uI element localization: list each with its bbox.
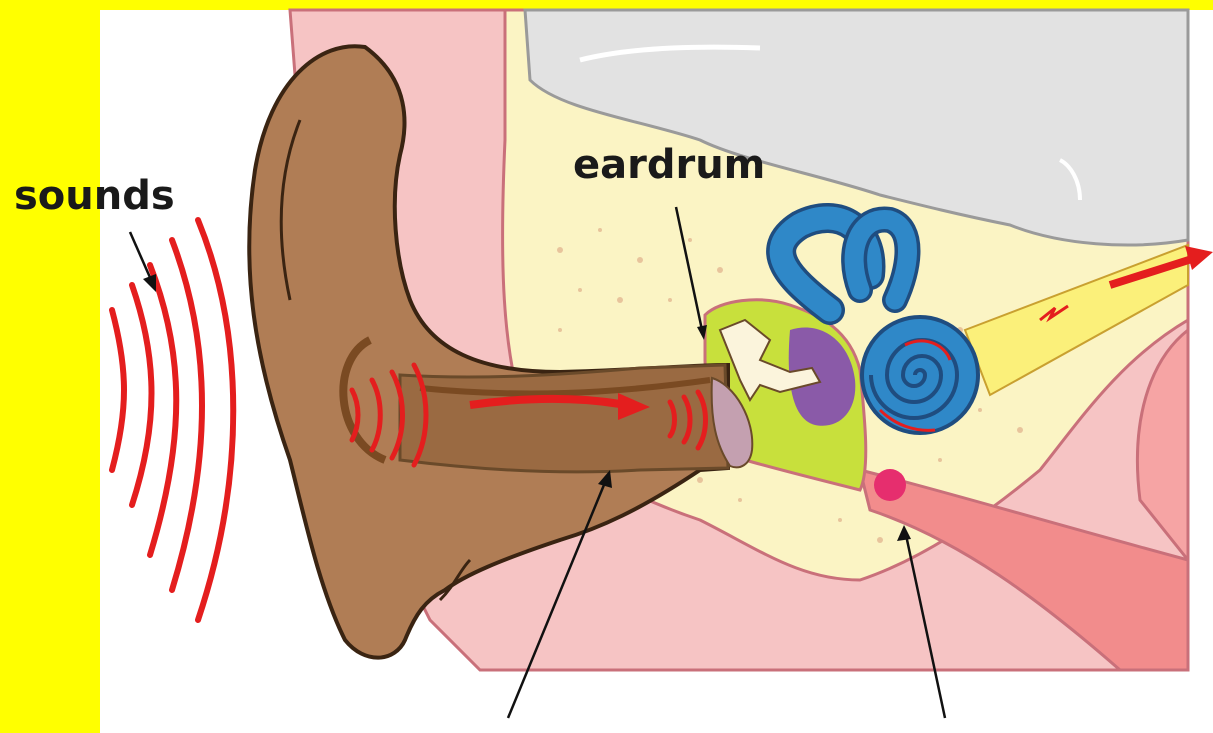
highlight-left-strip: [0, 0, 100, 733]
sounds-pointer-line: [130, 232, 152, 282]
cochlea: [862, 317, 978, 433]
label-eardrum: eardrum: [573, 145, 765, 185]
sound-waves: [112, 220, 233, 620]
label-sounds: sounds: [14, 176, 175, 216]
sounds-pointer-arrowhead: [143, 274, 156, 292]
eustachian-tube-opening: [874, 469, 906, 501]
